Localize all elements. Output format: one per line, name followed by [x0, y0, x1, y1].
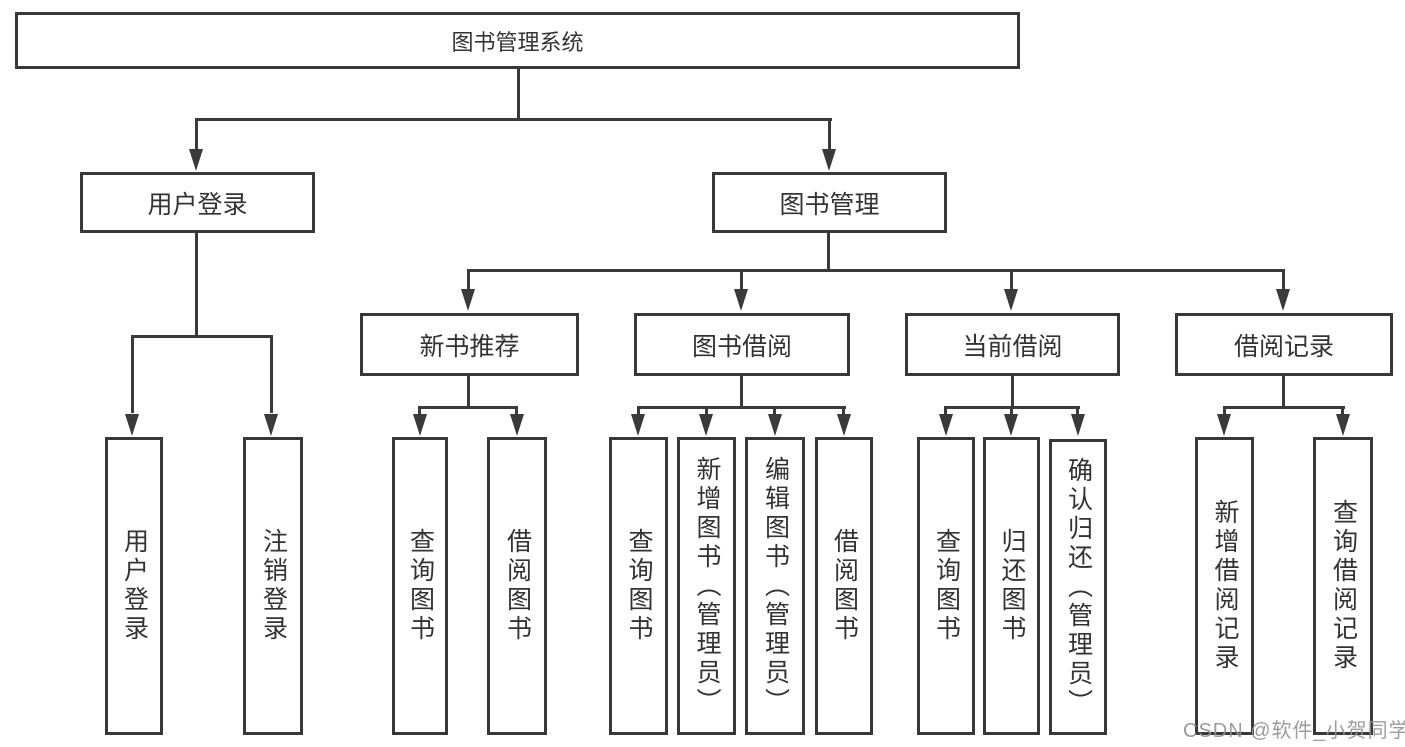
- leaf-query-books-newbook: 查询图书: [392, 437, 448, 735]
- connector-new-book-bus: [418, 406, 518, 409]
- node-label: 图书管理系统: [451, 29, 584, 55]
- arrow-down-icon: [1217, 414, 1231, 436]
- leaf-label: 借阅图书: [830, 528, 859, 644]
- arrow-down-icon: [510, 414, 524, 436]
- connector-new-book-stem: [467, 376, 470, 409]
- connector-stub: [1076, 406, 1079, 418]
- connector-stub: [1223, 406, 1226, 418]
- arrow-down-icon: [125, 414, 139, 436]
- leaf-edit-books-admin: 编辑图书（管理员）: [745, 437, 805, 735]
- connector-stub: [1010, 406, 1013, 418]
- leaf-logout: 注销登录: [243, 437, 303, 735]
- connector-drop-book-mgmt: [828, 118, 831, 152]
- arrow-down-icon: [1336, 414, 1350, 436]
- leaf-user-login: 用户登录: [105, 437, 163, 735]
- node-label: 当前借阅: [962, 332, 1063, 361]
- arrow-down-icon: [413, 414, 427, 436]
- connector-drop-login: [131, 335, 134, 413]
- connector-drop-new-book: [467, 269, 470, 293]
- node-borrowing-records: 借阅记录: [1175, 313, 1393, 376]
- connector-level3-bus: [467, 269, 1285, 272]
- leaf-borrow-books-borrowing: 借阅图书: [815, 437, 873, 735]
- node-user-login: 用户登录: [80, 172, 315, 233]
- node-current-borrowing: 当前借阅: [905, 313, 1120, 376]
- connector-stub: [944, 406, 947, 418]
- connector-root-stem: [517, 68, 520, 121]
- connector-drop-user-login: [195, 118, 198, 152]
- leaf-label: 查询图书: [625, 528, 653, 644]
- connector-stub: [637, 406, 640, 418]
- leaf-label: 归还图书: [998, 528, 1026, 644]
- node-library-management-system: 图书管理系统: [15, 12, 1020, 69]
- connector-drop-current: [1010, 269, 1013, 293]
- connector-user-login-bus: [131, 335, 273, 338]
- node-book-borrowing: 图书借阅: [634, 313, 850, 376]
- connector-stub: [1341, 406, 1344, 418]
- leaf-return-books: 归还图书: [983, 437, 1040, 735]
- arrow-down-icon: [264, 414, 278, 436]
- leaf-query-books-current: 查询图书: [917, 437, 975, 735]
- leaf-query-borrow-record: 查询借阅记录: [1313, 437, 1373, 735]
- connector-drop-records: [1282, 269, 1285, 293]
- leaf-label: 确认归还（管理员）: [1064, 456, 1093, 718]
- leaf-label: 查询图书: [932, 528, 961, 644]
- node-label: 图书管理: [779, 190, 880, 219]
- connector-records-bus: [1223, 406, 1345, 409]
- connector-drop-borrowing: [740, 269, 743, 293]
- arrow-down-icon: [768, 414, 782, 436]
- leaf-borrow-books-newbook: 借阅图书: [487, 437, 547, 735]
- connector-stub: [515, 406, 518, 418]
- leaf-label: 借阅图书: [503, 528, 532, 644]
- leaf-add-books-admin: 新增图书（管理员）: [677, 437, 736, 735]
- arrow-down-icon: [461, 289, 475, 311]
- arrow-down-icon: [631, 414, 645, 436]
- node-label: 图书借阅: [691, 332, 792, 361]
- leaf-add-borrow-record: 新增借阅记录: [1195, 437, 1254, 735]
- connector-stub: [418, 406, 421, 418]
- arrow-down-icon: [1004, 289, 1018, 311]
- arrow-down-icon: [1071, 414, 1085, 436]
- csdn-watermark: CSDN @软件_小贺同学: [1183, 720, 1405, 742]
- leaf-label: 编辑图书（管理员）: [761, 455, 790, 717]
- leaf-confirm-return-admin: 确认归还（管理员）: [1049, 439, 1107, 735]
- connector-stub: [705, 406, 708, 418]
- arrow-down-icon: [837, 414, 851, 436]
- connector-current-stem: [1011, 376, 1014, 409]
- leaf-label: 新增借阅记录: [1211, 499, 1239, 673]
- node-new-book-recommend: 新书推荐: [360, 313, 579, 376]
- connector-stub: [842, 406, 845, 418]
- leaf-label: 查询借阅记录: [1329, 499, 1358, 673]
- leaf-label: 查询图书: [406, 528, 435, 644]
- arrow-down-icon: [939, 414, 953, 436]
- connector-borrowing-stem: [740, 376, 743, 409]
- node-label: 新书推荐: [419, 332, 520, 361]
- arrow-down-icon: [734, 289, 748, 311]
- connector-drop-logout: [270, 335, 273, 413]
- leaf-query-books-borrowing: 查询图书: [609, 437, 668, 735]
- node-label: 借阅记录: [1233, 332, 1334, 361]
- node-book-management: 图书管理: [712, 172, 947, 233]
- connector-stub: [773, 406, 776, 418]
- arrow-down-icon: [822, 149, 836, 171]
- connector-records-stem: [1282, 376, 1285, 409]
- arrow-down-icon: [699, 414, 713, 436]
- connector-borrowing-bus: [637, 406, 846, 409]
- arrow-down-icon: [1276, 289, 1290, 311]
- connector-level2-bus: [196, 118, 832, 121]
- node-label: 用户登录: [147, 190, 248, 219]
- arrow-down-icon: [189, 149, 203, 171]
- connector-book-mgmt-stem: [827, 233, 830, 272]
- arrow-down-icon: [1004, 414, 1018, 436]
- leaf-label: 用户登录: [120, 528, 149, 644]
- leaf-label: 注销登录: [259, 528, 288, 644]
- connector-user-login-stem: [195, 233, 198, 338]
- leaf-label: 新增图书（管理员）: [693, 455, 721, 717]
